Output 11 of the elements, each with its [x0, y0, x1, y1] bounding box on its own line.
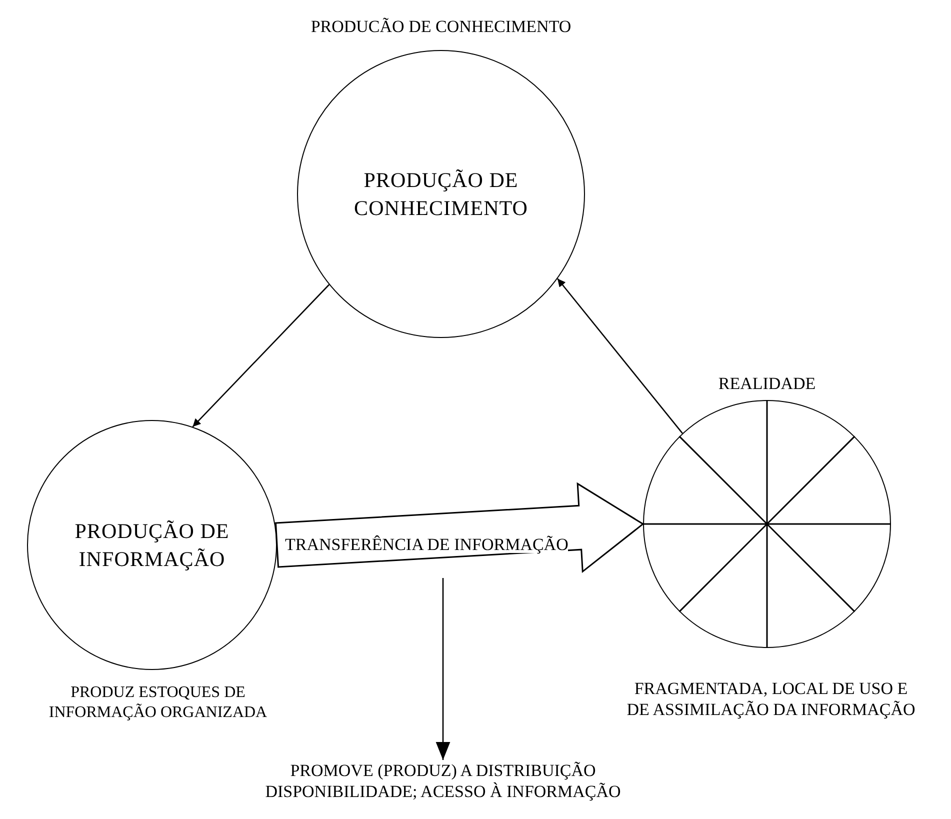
circle-text: PRODUÇÃO DE INFORMAÇÃO — [74, 518, 230, 573]
arrow — [436, 578, 450, 760]
caption-text: PROMOVE (PRODUZ) A DISTRIBUIÇÃO DISPONIBILIDADE; ACESSO À INFORMAÇÃO — [264, 760, 622, 802]
caption-text: FRAGMENTADA, LOCAL DE USO E DE ASSIMILAÇÃO DA INFORMAÇÃO — [626, 678, 916, 720]
circle-text: PRODUÇÃO DE CONHECIMENTO — [353, 166, 529, 222]
arrow — [192, 284, 330, 428]
arrow — [557, 278, 683, 434]
circle-heading: REALIDADE — [718, 375, 816, 392]
caption-text: PRODUCÃO DE CONHECIMENTO — [310, 18, 572, 35]
caption-text: PRODUZ ESTOQUES DE INFORMAÇÃO ORGANIZADA — [48, 683, 268, 723]
edge-label: TRANSFERÊNCIA DE INFORMAÇÃO — [285, 536, 568, 553]
